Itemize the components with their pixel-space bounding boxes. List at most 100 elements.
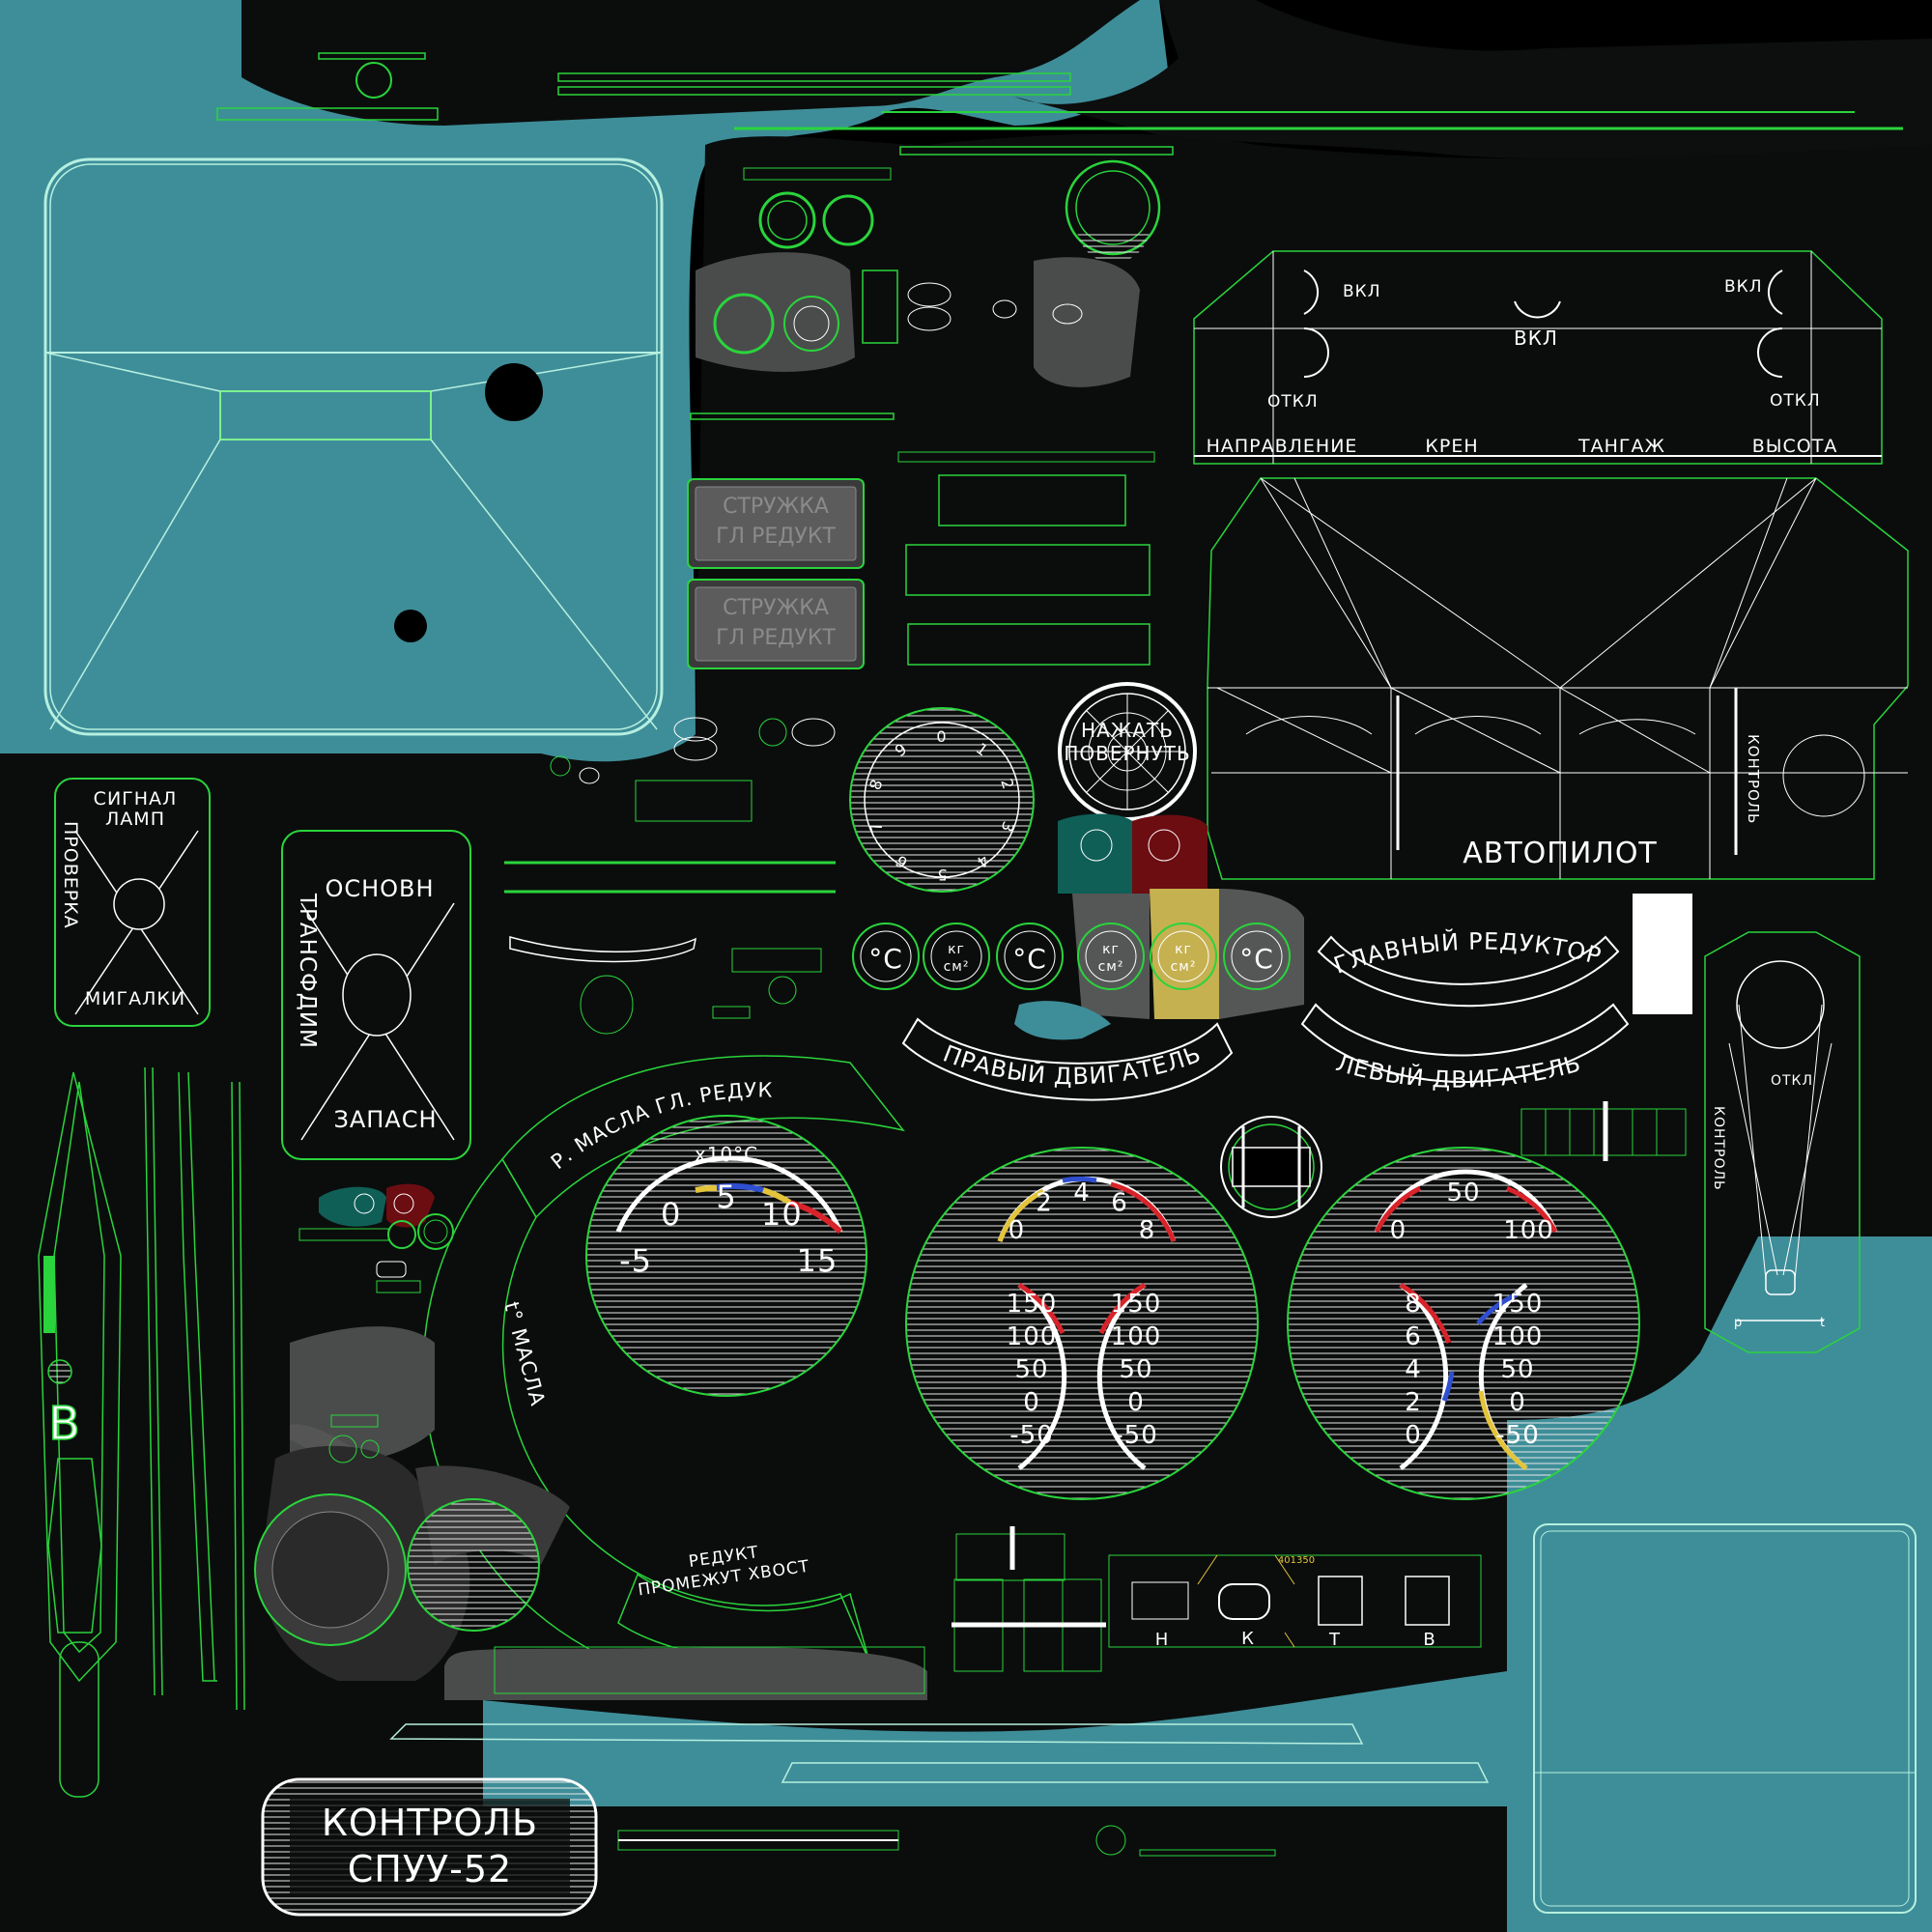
- dualLeftTicks-top-3: 6: [1111, 1188, 1128, 1217]
- signal-lamp-check-panel: СИГНАЛ ЛАМП ПРОВЕРКА МИГАЛКИ: [54, 778, 211, 1027]
- dualLeftTicks-right-1: 100: [1111, 1322, 1162, 1351]
- clock-gauge: [1220, 1101, 1687, 1218]
- control-title: КОНТРОЛЬ: [322, 1802, 538, 1844]
- lamps-label: ЛАМП: [105, 809, 165, 830]
- colored-lamp-caps: [1014, 813, 1304, 1040]
- chip-lamp-2: СТРУЖКА ГЛ РЕДУКТ: [687, 579, 865, 669]
- chip-lamp-2-line2: ГЛ РЕДУКТ: [716, 626, 836, 650]
- blinkers-label: МИГАЛКИ: [85, 988, 185, 1009]
- dualRightTicks-right-2: 50: [1500, 1355, 1534, 1384]
- dualLeftTicks-top-1: 2: [1036, 1188, 1053, 1217]
- dualRightTicks-top-1: 50: [1446, 1179, 1480, 1208]
- dualRightTicks-right-4: -50: [1495, 1421, 1539, 1450]
- ap-direction-label: НАПРАВЛЕНИЕ: [1207, 436, 1358, 457]
- chip-lamp-1: СТРУЖКА ГЛ РЕДУКТ: [687, 478, 865, 569]
- reserve-label: ЗАПАСН: [333, 1106, 437, 1133]
- chip-lamp-2-line1: СТРУЖКА: [723, 596, 829, 620]
- svg-text:°С: °С: [1012, 943, 1047, 975]
- chip-warning-lamps: СТРУЖКА ГЛ РЕДУКТ СТРУЖКА ГЛ РЕДУКТ: [687, 474, 1151, 669]
- mode-k: К: [1241, 1629, 1255, 1649]
- svg-text:°С: °С: [1239, 943, 1274, 975]
- dial-tick-2: 2: [997, 777, 1018, 793]
- press-label: НАЖАТЬ: [1081, 719, 1174, 742]
- window-frame-bottom-right: [1533, 1523, 1917, 1914]
- left-strut-wireframes: B: [38, 1066, 245, 1798]
- autopilot-title: АВТОПИЛОТ: [1463, 837, 1658, 870]
- svg-text:кг: кг: [1175, 942, 1192, 957]
- dial-tick-0: 0: [936, 727, 947, 746]
- dial-tick-3: 3: [997, 819, 1018, 836]
- chip-lamp-1-line1: СТРУЖКА: [723, 495, 829, 519]
- svg-text:см²: см²: [1098, 959, 1124, 975]
- signal-label: СИГНАЛ: [94, 788, 178, 810]
- temp-tick-1: 0: [661, 1196, 681, 1233]
- dualLeftTicks-right-3: 0: [1127, 1388, 1145, 1417]
- svg-text:кг: кг: [948, 942, 965, 957]
- dualLeftTicks-right-0: 150: [1111, 1290, 1162, 1319]
- right-control-label: КОНТРОЛЬ: [1711, 1106, 1726, 1191]
- dualLeftTicks-left-2: 50: [1014, 1355, 1048, 1384]
- serial-number: 401350: [1278, 1555, 1315, 1566]
- dualRightTicks-top-2: 100: [1503, 1216, 1554, 1245]
- mode-v: В: [1423, 1630, 1435, 1650]
- right-t-label: t: [1820, 1316, 1826, 1330]
- temp-scale-mult: x10°С: [695, 1143, 758, 1166]
- teal-region-top-left: [0, 0, 1169, 774]
- dualRightTicks-right-3: 0: [1509, 1388, 1526, 1417]
- dualRightTicks-left-3: 2: [1405, 1388, 1422, 1417]
- temp-tick-4: 15: [797, 1242, 838, 1279]
- gauge-c-1: °С: [852, 923, 920, 990]
- dualLeftTicks-top-2: 4: [1073, 1179, 1091, 1208]
- gauge-kg-3: кг см²: [1150, 923, 1217, 990]
- top-rails: [216, 52, 1903, 156]
- ap-on-left: ВКЛ: [1343, 282, 1381, 301]
- gauge-c-2: °С: [996, 923, 1064, 990]
- press-turn-knob[interactable]: НАЖАТЬ ПОВЕРНУТЬ: [1058, 682, 1197, 821]
- transformer-panel: ОСНОВН ТРАНСФДИМ ЗАПАСН: [281, 830, 471, 1160]
- small-lamps-left: [298, 1183, 454, 1293]
- dial-tick-7: 7: [866, 819, 887, 836]
- control-model: СПУУ-52: [348, 1848, 513, 1890]
- ap-off-right: ОТКЛ: [1770, 391, 1821, 411]
- ap-pitch-label: ТАНГАЖ: [1577, 436, 1665, 457]
- ap-off-left: ОТКЛ: [1267, 392, 1319, 412]
- dualRightTicks-left-0: 8: [1405, 1290, 1422, 1319]
- mode-n: Н: [1155, 1630, 1170, 1650]
- dualLeftTicks-left-4: -50: [1009, 1421, 1053, 1450]
- ap-on-center: ВКЛ: [1514, 327, 1558, 350]
- svg-text:кг: кг: [1102, 942, 1120, 957]
- dial-tick-5: 5: [936, 866, 947, 884]
- mode-selector-panel: 401350 Н К Т В: [952, 1526, 1482, 1672]
- dualLeftTicks-top-0: 0: [1009, 1216, 1026, 1245]
- mode-t: Т: [1328, 1630, 1341, 1650]
- dualRightTicks-left-1: 6: [1405, 1322, 1422, 1351]
- temp-tick-2: 5: [716, 1179, 736, 1215]
- dualLeftTicks-left-0: 150: [1007, 1290, 1058, 1319]
- ap-roll-label: КРЕН: [1425, 436, 1478, 457]
- small-lamp-cluster: [690, 159, 1161, 463]
- svg-text:см²: см²: [1171, 959, 1197, 975]
- right-off-label: ОТКЛ: [1771, 1073, 1813, 1089]
- right-control-pylon: ОТКЛ КОНТРОЛЬ р t: [1704, 931, 1861, 1353]
- autopilot-mode-panel: ВКЛ ВКЛ ВКЛ ОТКЛ ОТКЛ НАПРАВЛЕНИЕ КРЕН Т…: [1193, 250, 1883, 465]
- main-label: ОСНОВН: [325, 875, 434, 902]
- svg-text:°С: °С: [868, 943, 903, 975]
- turn-label: ПОВЕРНУТЬ: [1064, 742, 1190, 765]
- dualRightTicks-right-1: 100: [1492, 1322, 1544, 1351]
- misc-rails: [504, 717, 836, 1035]
- dualLeftTicks-right-4: -50: [1114, 1421, 1157, 1450]
- wheel-drums: [254, 1326, 570, 1681]
- chip-lamp-1-line2: ГЛ РЕДУКТ: [716, 525, 836, 549]
- gauge-c-3: °С: [1223, 923, 1291, 990]
- dualLeftTicks-left-3: 0: [1023, 1388, 1040, 1417]
- ap-control-label: КОНТРОЛЬ: [1745, 734, 1762, 824]
- window-frame-top-left: [43, 157, 664, 736]
- dualRightTicks-left-2: 4: [1405, 1355, 1422, 1384]
